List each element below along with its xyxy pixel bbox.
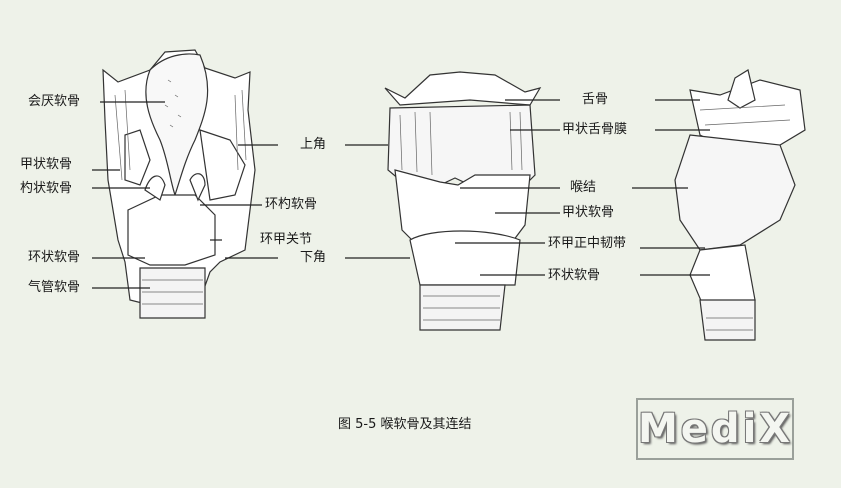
- posterior-view-drawing: [102, 49, 256, 319]
- label-laryngeal-prominence: 喉结: [570, 180, 597, 195]
- label-cricoarytenoid-cartilage: 环杓软骨: [265, 197, 318, 212]
- label-epiglottic-cartilage: 会厌软骨: [28, 94, 81, 109]
- label-median-cricothyroid-ligament: 环甲正中韧带: [548, 236, 627, 251]
- watermark-text: MediX: [638, 406, 794, 452]
- label-superior-horn: 上角: [300, 137, 327, 152]
- label-thyroid-cartilage-left: 甲状软骨: [20, 157, 73, 172]
- label-hyoid-bone: 舌骨: [582, 92, 609, 107]
- label-cricoid-cartilage-left: 环状软骨: [28, 250, 81, 265]
- label-arytenoid-cartilage: 杓状软骨: [20, 181, 73, 196]
- leader-lines: [92, 99, 710, 289]
- label-cricothyroid-joint: 环甲关节: [260, 232, 313, 247]
- label-thyrohyoid-membrane: 甲状舌骨膜: [562, 122, 628, 137]
- label-thyroid-cartilage-right: 甲状软骨: [562, 205, 615, 220]
- anterior-view-drawing: [384, 71, 542, 331]
- label-inferior-horn: 下角: [300, 250, 327, 265]
- watermark-logo: MediX: [636, 398, 794, 460]
- label-tracheal-cartilage: 气管软骨: [28, 280, 81, 295]
- figure-caption: 图 5-5 喉软骨及其连结: [338, 417, 472, 432]
- lateral-view-drawing: [674, 69, 806, 341]
- label-cricoid-cartilage-right: 环状软骨: [548, 268, 601, 283]
